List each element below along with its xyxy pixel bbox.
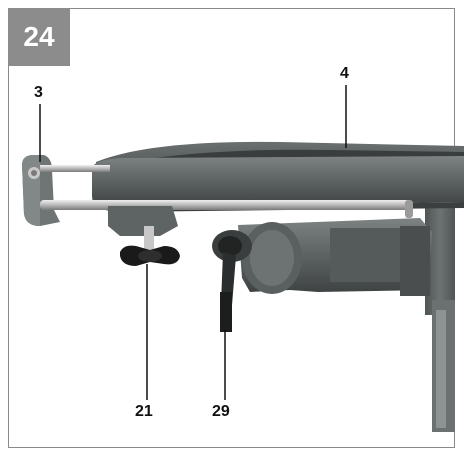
locking-knob-21 (120, 226, 180, 266)
callout-21: 21 (135, 403, 153, 420)
leader-lines (39, 85, 347, 400)
tilt-lever-29 (212, 230, 252, 332)
machine-body (425, 205, 455, 432)
callout-29: 29 (212, 403, 230, 420)
support-housing (238, 218, 432, 296)
clamp-block (108, 206, 178, 236)
saw-table-4 (92, 141, 464, 212)
callout-3: 3 (34, 84, 43, 101)
figure-number-badge: 24 (8, 8, 70, 66)
callout-4: 4 (340, 65, 349, 82)
